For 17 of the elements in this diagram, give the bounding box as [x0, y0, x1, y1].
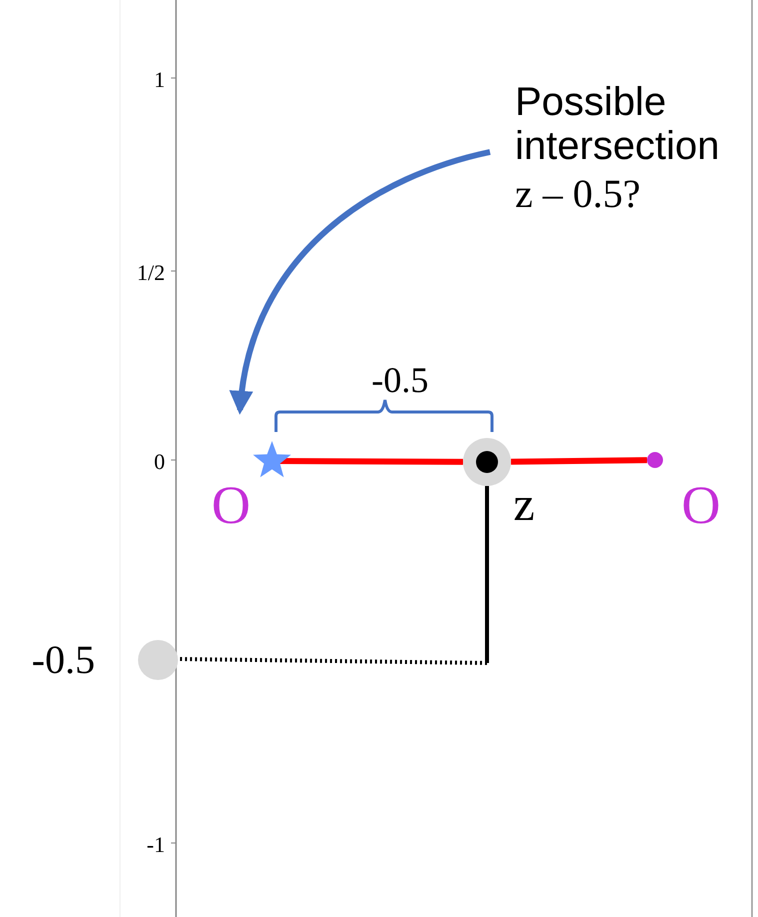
- axis-tick-label: -1: [146, 834, 165, 856]
- point-marker: [138, 640, 178, 680]
- axis-tick-label: 1: [154, 69, 165, 91]
- point-label: -0.5: [32, 640, 95, 680]
- callout-formula: z – 0.5?: [515, 170, 642, 218]
- curved-arrow: [230, 149, 491, 415]
- dimension-label: -0.5: [372, 362, 428, 398]
- point-marker: [647, 452, 663, 468]
- point-marker: [463, 438, 511, 486]
- axis-tick-label: 0: [154, 451, 165, 473]
- point-label: z: [513, 481, 535, 529]
- star-marker: [253, 441, 291, 478]
- point-label: O: [682, 478, 720, 532]
- connector-line: [178, 486, 489, 666]
- axis-tick-label: 1/2: [136, 262, 165, 284]
- connector-line: [510, 457, 648, 465]
- point-label: O: [212, 478, 250, 532]
